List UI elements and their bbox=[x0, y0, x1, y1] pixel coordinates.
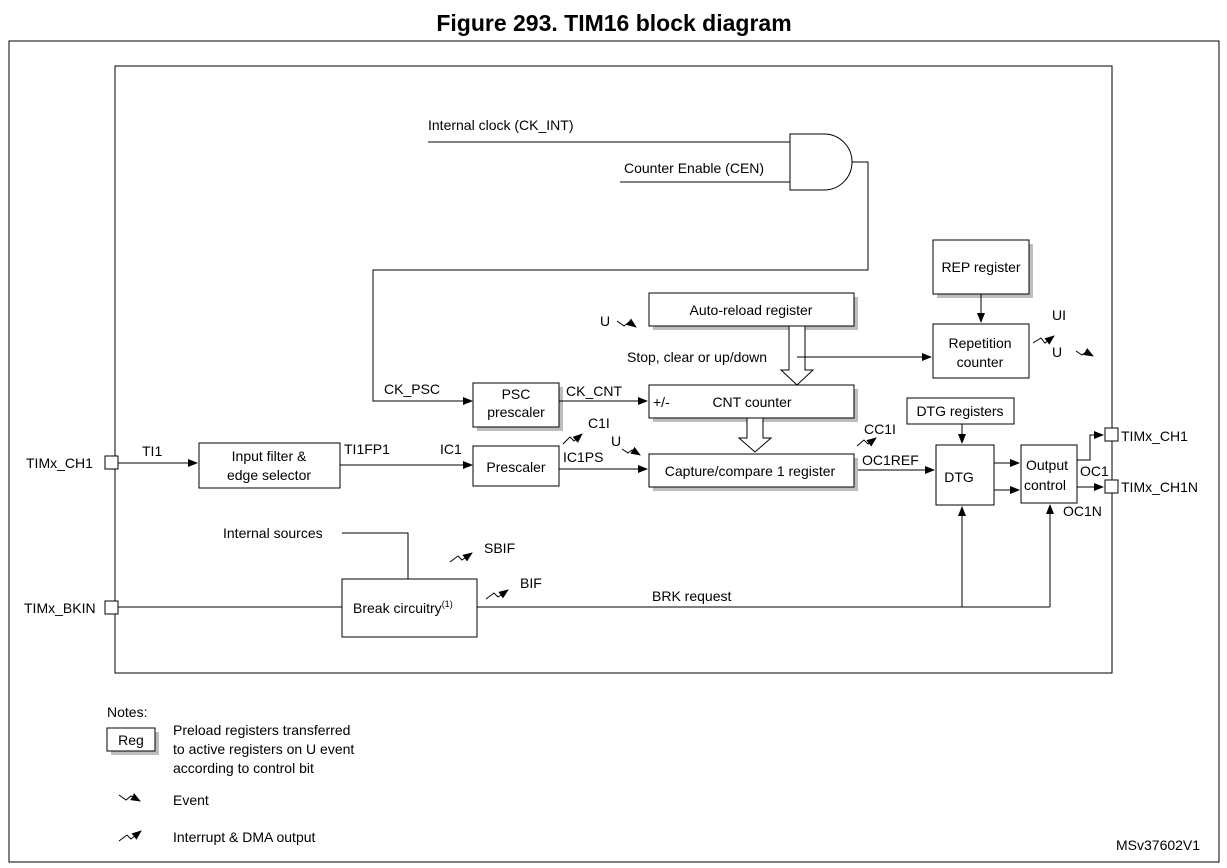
u-cc-label: U bbox=[611, 433, 621, 449]
repetition-counter-label-2: counter bbox=[957, 354, 1004, 370]
timer-boundary bbox=[114, 65, 1113, 674]
notes-event-icon bbox=[118, 793, 141, 802]
capture-compare-label: Capture/compare 1 register bbox=[665, 463, 836, 479]
ti1fp1-label: TI1FP1 bbox=[344, 441, 390, 457]
output-control-label-1: Output bbox=[1026, 457, 1068, 473]
notes-reg-label: Reg bbox=[118, 732, 144, 748]
ui-label: UI bbox=[1052, 307, 1066, 323]
notes-interrupt-label: Interrupt & DMA output bbox=[173, 829, 316, 845]
sbif-interrupt-icon bbox=[449, 552, 473, 563]
plus-minus-label: +/- bbox=[653, 394, 670, 410]
counter-enable-label: Counter Enable (CEN) bbox=[624, 160, 764, 176]
input-filter-box bbox=[198, 442, 341, 489]
cc1i-label: CC1I bbox=[864, 421, 896, 437]
ic1-label: IC1 bbox=[440, 441, 462, 457]
notes-reg-desc-2: to active registers on U event bbox=[173, 741, 354, 757]
notes-interrupt-icon bbox=[118, 830, 142, 842]
cc1i-interrupt-icon bbox=[856, 437, 877, 447]
brk-request-label: BRK request bbox=[652, 588, 731, 604]
internal-sources-line bbox=[342, 532, 409, 579]
figure-title: Figure 293. TIM16 block diagram bbox=[436, 10, 791, 36]
output-control-box bbox=[1020, 444, 1078, 504]
internal-sources-label: Internal sources bbox=[223, 525, 323, 541]
timx-bkin-pin bbox=[104, 600, 119, 615]
bif-interrupt-icon bbox=[485, 589, 509, 600]
u-rep-label: U bbox=[1052, 344, 1062, 360]
dtg-label: DTG bbox=[944, 469, 974, 485]
u-event-icon-rep bbox=[1075, 348, 1094, 357]
break-circuitry-label: Break circuitry(1) bbox=[353, 599, 453, 616]
ic1ps-label: IC1PS bbox=[563, 449, 603, 465]
capture-compare-box bbox=[648, 453, 855, 488]
break-circuitry-box bbox=[341, 578, 478, 638]
notes-heading: Notes: bbox=[107, 704, 147, 720]
output-control-label-2: control bbox=[1024, 477, 1066, 493]
dtg-box bbox=[935, 444, 995, 506]
oc1ref-label: OC1REF bbox=[862, 452, 919, 468]
clock-and-gate bbox=[428, 133, 853, 191]
input-filter-label-2: edge selector bbox=[227, 467, 311, 483]
arr-to-cnt-arrow bbox=[779, 325, 815, 386]
timx-ch1-input-pin bbox=[104, 455, 119, 470]
psc-label-1: PSC bbox=[502, 386, 531, 402]
timx-bkin-label: TIMx_BKIN bbox=[24, 600, 96, 616]
bif-label: BIF bbox=[520, 575, 542, 591]
c1i-interrupt-icon bbox=[562, 433, 583, 445]
input-filter-label-1: Input filter & bbox=[232, 448, 307, 464]
ic-prescaler-box bbox=[472, 445, 560, 487]
notes-reg-desc-1: Preload registers transferred bbox=[173, 722, 350, 738]
psc-label-2: prescaler bbox=[487, 404, 545, 420]
rep-register-box bbox=[932, 239, 1030, 295]
dtg-registers-box bbox=[906, 397, 1015, 425]
ui-interrupt-icon bbox=[1032, 335, 1055, 345]
break-circuitry-text: Break circuitry bbox=[353, 600, 442, 616]
notes-reg-desc-3: according to control bit bbox=[173, 760, 314, 776]
ck-psc-label: CK_PSC bbox=[384, 381, 440, 397]
timx-ch1-input-label: TIMx_CH1 bbox=[26, 455, 93, 471]
repetition-counter-label-1: Repetition bbox=[948, 335, 1011, 351]
dtg-registers-label: DTG registers bbox=[916, 403, 1003, 419]
u-arr-label: U bbox=[600, 313, 610, 329]
timx-ch1n-output-label: TIMx_CH1N bbox=[1121, 479, 1198, 495]
cnt-to-cc-arrow bbox=[737, 417, 773, 453]
timx-ch1n-output-pin bbox=[1104, 479, 1119, 494]
repetition-counter-box bbox=[932, 323, 1030, 379]
oc1-output-arrow bbox=[1077, 431, 1104, 461]
u-event-icon-cc bbox=[621, 446, 641, 456]
c1i-label: C1I bbox=[588, 415, 610, 431]
oc1-label: OC1 bbox=[1080, 463, 1109, 479]
auto-reload-register-box bbox=[648, 292, 855, 327]
ic-prescaler-label: Prescaler bbox=[486, 459, 545, 475]
ti1-label: TI1 bbox=[142, 443, 162, 459]
brk-request-path bbox=[477, 504, 1054, 608]
outer-frame bbox=[8, 40, 1220, 863]
break-circuitry-footnote: (1) bbox=[442, 599, 453, 609]
ck-cnt-label: CK_CNT bbox=[566, 383, 622, 399]
psc-prescaler-box bbox=[472, 382, 560, 428]
rep-register-label: REP register bbox=[941, 259, 1020, 275]
figure-id: MSv37602V1 bbox=[1116, 837, 1200, 853]
oc1n-label: OC1N bbox=[1063, 503, 1102, 519]
u-event-icon-arr bbox=[616, 318, 637, 328]
ck-psc-path bbox=[372, 161, 869, 405]
notes-reg-box bbox=[106, 727, 156, 752]
notes-event-label: Event bbox=[173, 792, 209, 808]
internal-clock-label: Internal clock (CK_INT) bbox=[428, 117, 573, 133]
sbif-label: SBIF bbox=[484, 540, 515, 556]
auto-reload-label: Auto-reload register bbox=[690, 302, 813, 318]
timx-ch1-output-pin bbox=[1104, 427, 1119, 442]
cnt-counter-label: CNT counter bbox=[712, 394, 791, 410]
timx-ch1-output-label: TIMx_CH1 bbox=[1121, 428, 1188, 444]
stop-clear-label: Stop, clear or up/down bbox=[627, 349, 767, 365]
